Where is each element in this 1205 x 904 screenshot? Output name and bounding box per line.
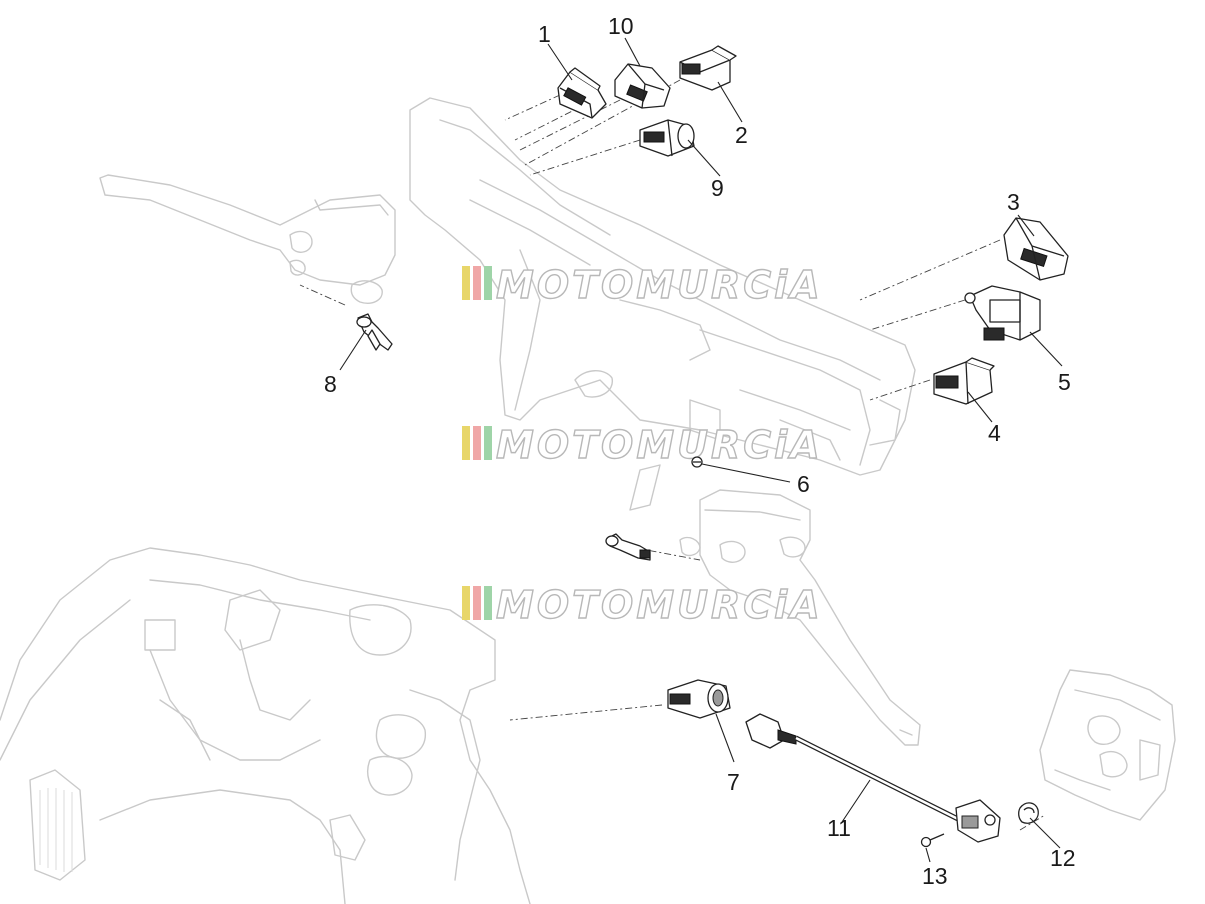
callout-10: 10 (608, 13, 634, 39)
watermark-top: MOTOMURCiA (462, 262, 823, 308)
rear-light-housing-outline (1039, 669, 1176, 821)
part-4-switch[interactable] (933, 357, 995, 405)
part-10-switch[interactable] (614, 63, 671, 109)
callout-11: 11 (827, 815, 851, 841)
left-brake-lever-outline (99, 174, 396, 304)
watermark-stripe-green (484, 266, 492, 300)
callout-12: 12 (1050, 845, 1076, 871)
part-13-screw[interactable] (920, 833, 945, 848)
callout-1: 1 (538, 21, 551, 47)
handlebar-housing-outline (409, 97, 916, 511)
watermark-stripe-red (473, 266, 481, 300)
watermark-middle: MOTOMURCiA (462, 422, 823, 468)
callout-6: 6 (797, 471, 810, 497)
part-7-socket[interactable] (667, 679, 731, 719)
part-5-switch[interactable] (964, 285, 1041, 341)
watermark-text: MOTOMURCiA (496, 263, 823, 307)
watermark-stripe-red (473, 426, 481, 460)
callout-9: 9 (711, 175, 724, 201)
watermark-stripe-green (484, 426, 492, 460)
callout-3: 3 (1007, 189, 1020, 215)
callout-8: 8 (324, 371, 337, 397)
callout-4: 4 (988, 420, 1001, 446)
watermark-text: MOTOMURCiA (496, 583, 823, 627)
part-right-brake-light-switch[interactable] (605, 533, 651, 561)
watermark-stripe-red (473, 586, 481, 620)
callout-labels: 1 10 2 9 3 5 4 8 6 7 11 12 13 (324, 13, 1076, 889)
part-1-switch[interactable] (557, 67, 607, 119)
watermark-text: MOTOMURCiA (496, 423, 823, 467)
part-3-switch[interactable] (1003, 217, 1069, 281)
right-brake-lever-outline (679, 489, 921, 746)
watermark-stripe-yellow (462, 266, 470, 300)
part-8-brake-light-switch[interactable] (356, 313, 393, 351)
part-2-switch[interactable] (679, 45, 737, 91)
part-11-sensor-cable[interactable] (745, 713, 1001, 843)
front-shield-body-outline (0, 547, 531, 904)
callout-7: 7 (727, 769, 740, 795)
part-9-switch[interactable] (639, 119, 695, 157)
watermark-bottom: MOTOMURCiA (462, 582, 823, 628)
callout-5: 5 (1058, 369, 1071, 395)
leader-lines (339, 37, 1063, 863)
callout-2: 2 (735, 122, 748, 148)
watermark-stripe-yellow (462, 426, 470, 460)
watermark-stripe-green (484, 586, 492, 620)
callout-13: 13 (922, 863, 948, 889)
watermark-stripe-yellow (462, 586, 470, 620)
part-12-clip[interactable] (1018, 802, 1039, 824)
part-6-screw[interactable] (691, 456, 703, 468)
